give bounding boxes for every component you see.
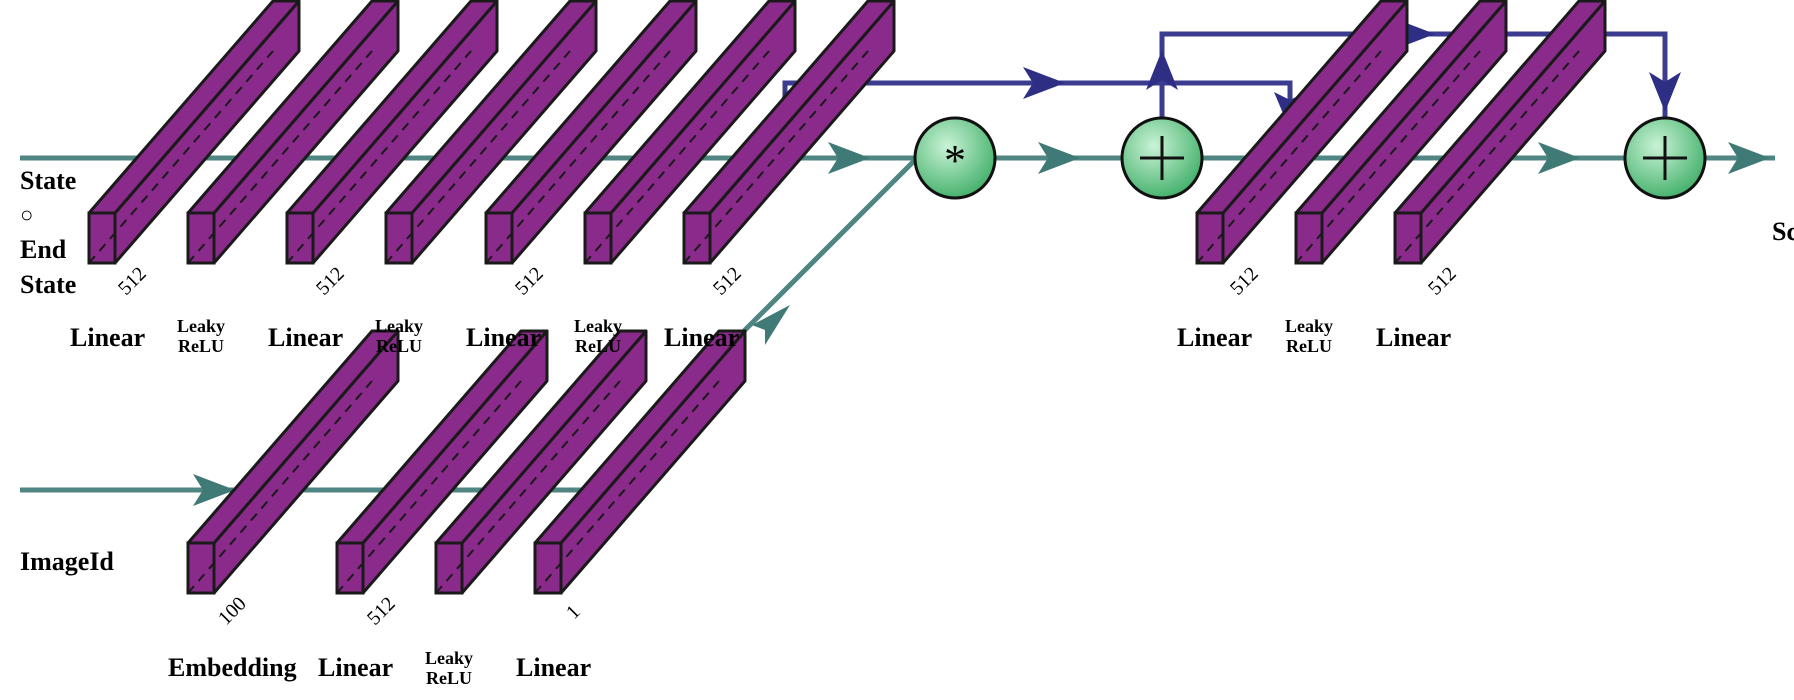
layer-block — [335, 329, 549, 595]
dim-label: 1 — [562, 601, 585, 624]
layer-label: Linear — [1177, 323, 1252, 352]
arrowhead — [1728, 142, 1770, 174]
dim-label: 512 — [363, 593, 400, 630]
state-operator-symbol: ○ — [20, 202, 33, 227]
skip-connection-1 — [782, 80, 1293, 158]
dim-label: 100 — [214, 593, 251, 630]
layer-label: Linear — [70, 323, 145, 352]
activation-label-line2: ReLU — [376, 336, 422, 356]
layer-block — [186, 0, 400, 265]
layer-label: Linear — [1376, 323, 1451, 352]
add-operator-1 — [1120, 116, 1204, 200]
layer-block — [682, 0, 896, 265]
dim-label: 512 — [1226, 263, 1263, 300]
input-labels: State ○ End State ImageId Sc — [20, 166, 1794, 576]
layer-block — [1393, 0, 1607, 265]
layer-block-front — [682, 211, 712, 265]
state-label-line1: State — [20, 166, 76, 195]
layer-block — [384, 0, 598, 265]
layer-labels: Linear Linear Linear Linear Embedding Li… — [70, 323, 1451, 682]
layer-block — [583, 0, 797, 265]
arrowhead — [828, 142, 870, 174]
multiply-operator: * — [913, 116, 997, 200]
output-label: Sc — [1772, 217, 1794, 246]
layer-label: Linear — [268, 323, 343, 352]
layer-blocks — [87, 0, 1607, 595]
dim-label: 512 — [312, 263, 349, 300]
arrowhead — [1538, 142, 1580, 174]
dim-label: 512 — [709, 263, 746, 300]
dim-label: 512 — [114, 263, 151, 300]
layer-block — [87, 0, 301, 265]
activation-label-line1: Leaky — [425, 648, 473, 668]
arrowhead — [1038, 142, 1080, 174]
dim-label: 512 — [511, 263, 548, 300]
activation-label-line1: Leaky — [574, 316, 622, 336]
activation-label-line2: ReLU — [426, 668, 472, 688]
activation-label-line1: Leaky — [1285, 316, 1333, 336]
layer-block — [186, 329, 400, 595]
multiply-symbol: * — [944, 136, 966, 185]
imageid-label: ImageId — [20, 547, 114, 576]
activation-label-line2: ReLU — [1286, 336, 1332, 356]
state-label-line2: End — [20, 235, 67, 264]
arrowhead — [1146, 50, 1178, 90]
dim-label: 512 — [1424, 263, 1461, 300]
activation-labels: Leaky ReLU Leaky ReLU Leaky ReLU Leaky R… — [177, 316, 1333, 688]
operator-circle — [913, 116, 997, 200]
layer-block — [285, 0, 499, 265]
arrowhead — [752, 305, 790, 345]
arrowhead — [1649, 72, 1681, 112]
layer-block — [533, 329, 747, 595]
activation-label-line2: ReLU — [575, 336, 621, 356]
layer-block-front — [1294, 211, 1324, 265]
state-label-line3: State — [20, 270, 76, 299]
layer-label: Embedding — [168, 653, 297, 682]
layer-block — [1195, 0, 1409, 265]
arrowhead — [193, 474, 235, 506]
add-operator-2 — [1623, 116, 1707, 200]
layer-block — [434, 329, 648, 595]
layer-label: Linear — [664, 323, 739, 352]
layer-block — [1294, 0, 1508, 265]
layer-block — [484, 0, 698, 265]
activation-label-line1: Leaky — [375, 316, 423, 336]
layer-block-front — [1195, 211, 1225, 265]
activation-label-line2: ReLU — [178, 336, 224, 356]
arrowhead — [1023, 67, 1065, 99]
layer-label: Linear — [516, 653, 591, 682]
layer-label: Linear — [466, 323, 541, 352]
activation-label-line1: Leaky — [177, 316, 225, 336]
layer-label: Linear — [318, 653, 393, 682]
